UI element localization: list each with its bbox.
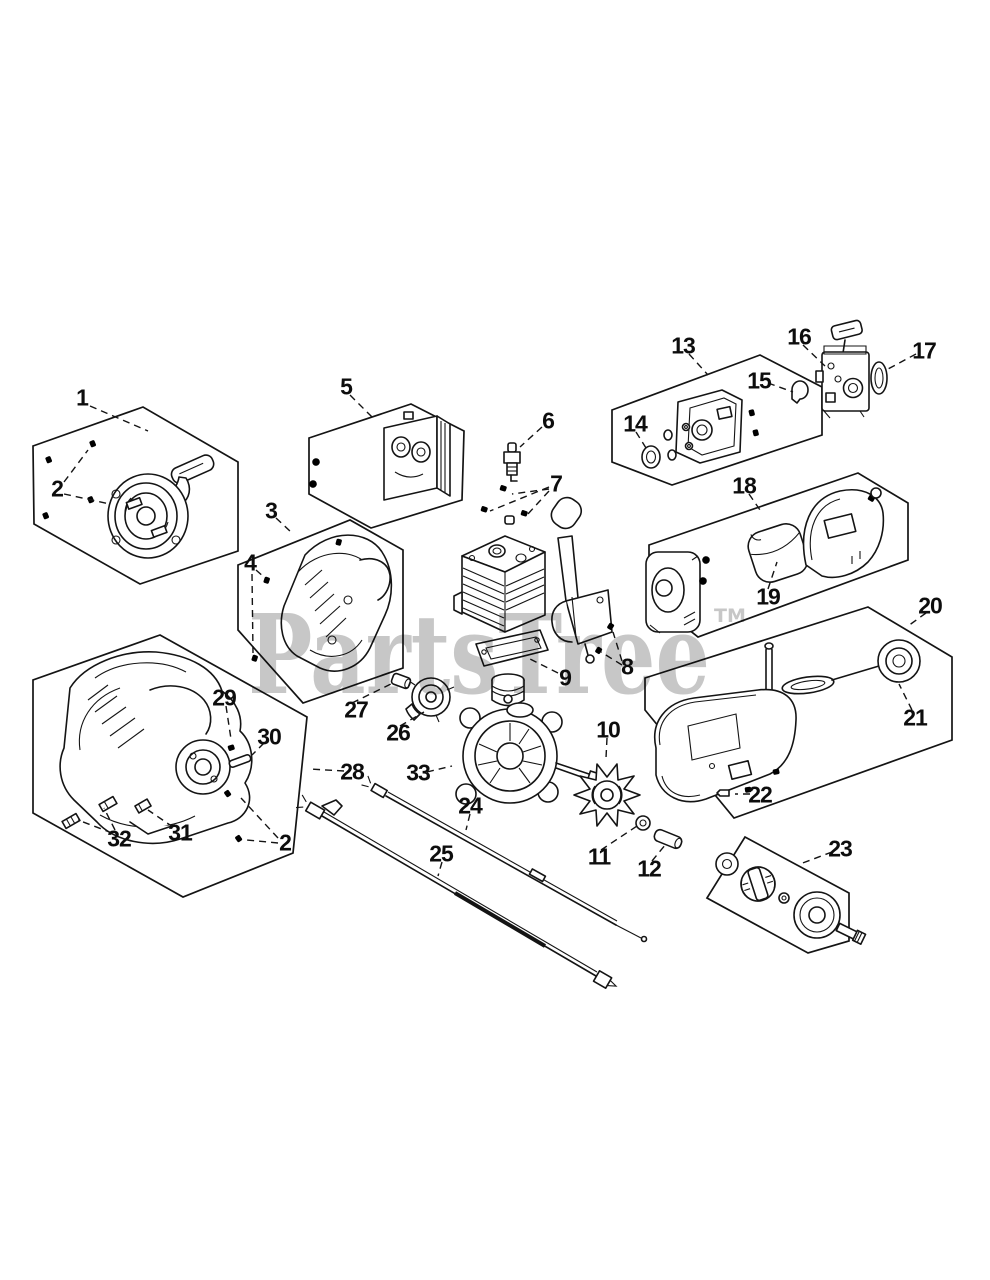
callout-25: 25 — [429, 840, 454, 867]
box-shroud — [238, 520, 403, 703]
throttle-bracket-drawing — [642, 381, 808, 468]
fuel-tank-drawing — [655, 640, 920, 802]
grommet — [792, 381, 808, 403]
box-recoil-starter — [33, 407, 238, 584]
cable-bracket — [322, 800, 342, 815]
callout-4: 4 — [244, 549, 257, 576]
callout-6: 6 — [542, 407, 555, 434]
callout-5: 5 — [340, 373, 353, 400]
callout-14: 14 — [623, 410, 648, 437]
callout-9: 9 — [559, 664, 572, 691]
callout-2: 2 — [51, 475, 64, 502]
bushing-drawing — [391, 673, 412, 690]
spark-plug-drawing — [504, 443, 520, 481]
box-engine-housing — [33, 635, 307, 897]
flywheel-washer — [636, 816, 650, 830]
callout-21: 21 — [903, 704, 928, 731]
leader-lines — [64, 345, 926, 876]
callout-22: 22 — [748, 781, 773, 808]
box-clutch — [707, 837, 849, 953]
callout-26: 26 — [386, 719, 411, 746]
callout-2: 2 — [279, 829, 292, 856]
callout-19: 19 — [756, 583, 781, 610]
piston-drawing — [492, 674, 524, 706]
box-muffler — [309, 404, 464, 528]
cylinder-screws-drawing — [480, 475, 532, 524]
callout-18: 18 — [732, 472, 757, 499]
recoil-starter-drawing — [41, 436, 216, 558]
sleeve — [228, 754, 251, 768]
engine-cover-drawing — [646, 486, 883, 633]
shroud-drawing — [251, 535, 391, 671]
engine-housing-drawing — [60, 652, 252, 844]
callout-29: 29 — [212, 684, 237, 711]
group-boxes — [33, 355, 952, 953]
spacer — [653, 828, 683, 850]
cylinder-drawing — [454, 536, 545, 632]
clutch-drum — [794, 892, 866, 944]
callout-3: 3 — [265, 497, 278, 524]
callout-13: 13 — [671, 332, 696, 359]
carb-gasket — [871, 362, 887, 394]
callout-16: 16 — [787, 323, 812, 350]
callout-10: 10 — [596, 716, 621, 743]
ignition-coil-drawing — [547, 493, 623, 663]
callout-12: 12 — [637, 855, 662, 882]
callout-30: 30 — [257, 723, 282, 750]
clutch-drawing — [716, 853, 866, 944]
muffler-drawing — [308, 412, 450, 500]
flywheel-drawing — [574, 764, 683, 850]
fuel-cap — [878, 640, 920, 682]
callout-8: 8 — [621, 653, 634, 680]
callout-27: 27 — [344, 696, 369, 723]
callout-17: 17 — [912, 337, 937, 364]
clip-32b — [99, 797, 117, 812]
box-fuel-tank — [645, 607, 952, 818]
bracket-gasket — [642, 446, 660, 468]
callout-20: 20 — [918, 592, 943, 619]
callout-23: 23 — [828, 835, 853, 862]
callout-28: 28 — [340, 758, 365, 785]
carburetor-drawing — [816, 320, 887, 418]
box-throttle-bracket — [612, 355, 822, 485]
callout-15: 15 — [747, 367, 772, 394]
callout-31: 31 — [168, 819, 193, 846]
clutch-shoes — [737, 863, 780, 906]
crankcase-drawing — [456, 703, 598, 804]
throttle-cable-drawing — [295, 775, 646, 992]
callout-7: 7 — [550, 470, 563, 497]
callout-32: 32 — [107, 825, 132, 852]
callout-24: 24 — [458, 792, 483, 819]
callout-33: 33 — [406, 759, 431, 786]
clip-32a — [62, 814, 80, 829]
cylinder-gasket-drawing — [476, 630, 548, 666]
ignition-module-drawing — [406, 678, 454, 722]
callout-11: 11 — [587, 843, 611, 870]
clip-31 — [135, 799, 151, 813]
callout-1: 1 — [76, 384, 89, 411]
